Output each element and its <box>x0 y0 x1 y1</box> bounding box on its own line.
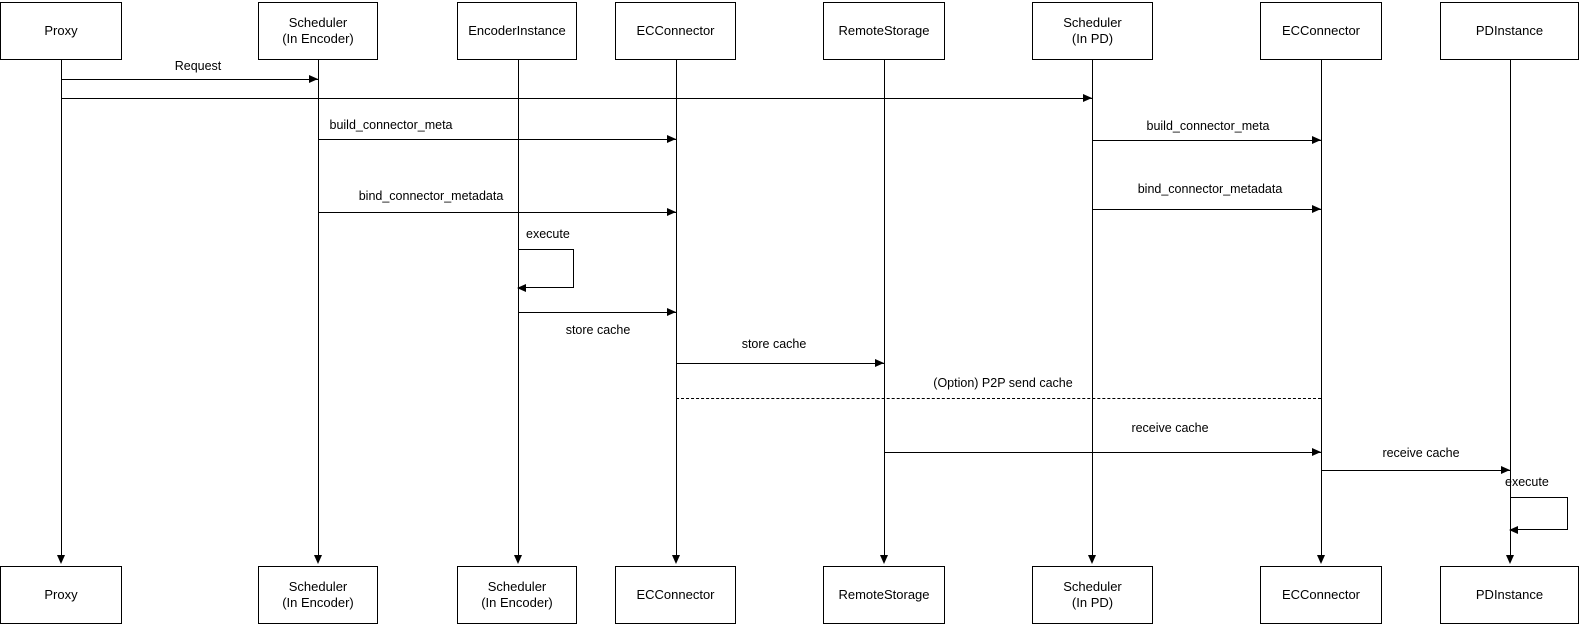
message-arrowhead-m10 <box>1312 448 1321 456</box>
lifeline-end-arrow-encoder-instance <box>513 555 522 564</box>
participant-box-bottom-encoder-instance[interactable]: Scheduler (In Encoder) <box>457 566 577 624</box>
self-message-arrowhead-s2 <box>1509 525 1518 534</box>
participant-box-top-ec-connector-1[interactable]: ECConnector <box>615 2 736 60</box>
participant-box-bottom-remote-storage[interactable]: RemoteStorage <box>823 566 945 624</box>
message-arrowhead-m7 <box>667 308 676 316</box>
message-line-m5 <box>318 212 676 213</box>
message-label-m11: receive cache <box>1382 446 1460 460</box>
message-arrowhead-m1 <box>309 75 318 83</box>
lifeline-remote-storage <box>883 60 885 560</box>
participant-box-top-pd-instance[interactable]: PDInstance <box>1440 2 1579 60</box>
participant-box-bottom-scheduler-pd[interactable]: Scheduler (In PD) <box>1032 566 1153 624</box>
participant-box-top-ec-connector-2[interactable]: ECConnector <box>1260 2 1382 60</box>
self-message-loop-s2 <box>1510 497 1568 530</box>
lifeline-ec-connector-2 <box>1320 60 1322 560</box>
participant-box-bottom-ec-connector-2[interactable]: ECConnector <box>1260 566 1382 624</box>
message-label-m4: build_connector_meta <box>1146 119 1270 133</box>
lifeline-proxy <box>60 60 62 560</box>
message-label-m10: receive cache <box>1131 421 1209 435</box>
participant-box-top-proxy[interactable]: Proxy <box>0 2 122 60</box>
lifeline-end-arrow-proxy <box>56 555 65 564</box>
message-label-m6: bind_connector_metadata <box>1137 182 1283 196</box>
participant-box-bottom-pd-instance[interactable]: PDInstance <box>1440 566 1579 624</box>
self-message-label-s2: execute <box>1505 475 1549 489</box>
self-message-label-s1: execute <box>526 227 570 241</box>
message-line-m2 <box>61 98 1092 99</box>
lifeline-end-arrow-scheduler-pd <box>1087 555 1096 564</box>
message-label-m3: build_connector_meta <box>329 118 453 132</box>
message-label-m1: Request <box>174 59 222 73</box>
message-line-m4 <box>1092 140 1321 141</box>
message-line-m6 <box>1092 209 1321 210</box>
participant-box-bottom-proxy[interactable]: Proxy <box>0 566 122 624</box>
participant-box-top-scheduler-pd[interactable]: Scheduler (In PD) <box>1032 2 1153 60</box>
message-arrowhead-m3 <box>667 135 676 143</box>
participant-box-top-encoder-instance[interactable]: EncoderInstance <box>457 2 577 60</box>
message-label-m7: store cache <box>565 323 631 337</box>
lifeline-encoder-instance <box>517 60 519 560</box>
participant-box-top-scheduler-encoder[interactable]: Scheduler (In Encoder) <box>258 2 378 60</box>
lifeline-end-arrow-scheduler-encoder <box>313 555 322 564</box>
message-arrowhead-m11 <box>1501 466 1510 474</box>
participant-box-bottom-ec-connector-1[interactable]: ECConnector <box>615 566 736 624</box>
message-label-m8: store cache <box>741 337 807 351</box>
lifeline-end-arrow-ec-connector-2 <box>1316 555 1325 564</box>
message-line-m1 <box>61 79 318 80</box>
self-message-arrowhead-s1 <box>517 283 526 292</box>
lifeline-end-arrow-pd-instance <box>1505 555 1514 564</box>
lifeline-scheduler-encoder <box>317 60 319 560</box>
message-line-m8 <box>676 363 884 364</box>
message-arrowhead-m8 <box>875 359 884 367</box>
message-arrowhead-m4 <box>1312 136 1321 144</box>
message-line-m10 <box>884 452 1321 453</box>
lifeline-pd-instance <box>1509 60 1511 560</box>
lifeline-end-arrow-ec-connector-1 <box>671 555 680 564</box>
message-arrowhead-m6 <box>1312 205 1321 213</box>
participant-box-top-remote-storage[interactable]: RemoteStorage <box>823 2 945 60</box>
message-arrowhead-m2 <box>1083 94 1092 102</box>
message-line-m9 <box>676 398 1321 399</box>
lifeline-ec-connector-1 <box>675 60 677 560</box>
participant-box-bottom-scheduler-encoder[interactable]: Scheduler (In Encoder) <box>258 566 378 624</box>
lifeline-scheduler-pd <box>1091 60 1093 560</box>
message-arrowhead-m5 <box>667 208 676 216</box>
message-line-m11 <box>1321 470 1510 471</box>
lifeline-end-arrow-remote-storage <box>879 555 888 564</box>
message-line-m7 <box>518 312 676 313</box>
message-line-m3 <box>318 139 676 140</box>
message-label-m5: bind_connector_metadata <box>358 189 504 203</box>
message-label-m9: (Option) P2P send cache <box>933 376 1073 390</box>
self-message-loop-s1 <box>518 249 574 288</box>
